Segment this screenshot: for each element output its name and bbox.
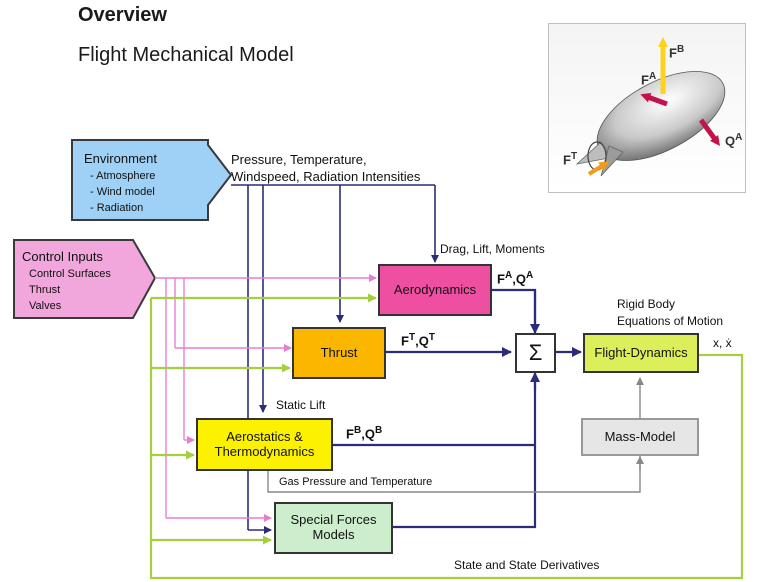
drag-lift-label: Drag, Lift, Moments: [440, 242, 545, 256]
thrust-force-label: FT,QT: [401, 332, 435, 349]
special-forces-label-line1: Special Forces: [290, 512, 377, 528]
environment-item: - Radiation: [90, 202, 144, 214]
control-inputs-item: Valves: [29, 300, 62, 312]
aerostatics-label-line2: Thermodynamics: [214, 443, 315, 459]
airship-illustration: [575, 37, 726, 177]
control-inputs-item: Thrust: [29, 284, 61, 296]
aero-force-label: FA,QA: [497, 270, 534, 287]
ft-label: FT: [563, 151, 578, 168]
aerostatics-label-line1: Aerostatics &: [226, 428, 303, 444]
environment-title: Environment: [84, 151, 157, 166]
thrust-block: Thrust: [292, 327, 386, 379]
state-vector-label: x, ẋ: [713, 336, 732, 350]
aerodynamics-label: Aerodynamics: [393, 281, 477, 297]
control-inputs-shape: [13, 239, 157, 319]
aerodynamics-block: Aerodynamics: [378, 264, 492, 316]
thrust-label: Thrust: [320, 344, 358, 360]
static-lift-label: Static Lift: [276, 398, 326, 412]
flight-dynamics-block: Flight-Dynamics: [583, 333, 699, 373]
buoyancy-force-label: FB,QB: [346, 425, 383, 442]
environment-item: - Atmosphere: [90, 170, 156, 182]
fb-label: FB: [669, 44, 685, 61]
qa-label: QA: [725, 132, 743, 149]
fa-label: FA: [641, 71, 657, 88]
state-derivatives-label: State and State Derivatives: [454, 558, 600, 572]
special-forces-label-line2: Models: [312, 527, 355, 542]
environment-item: - Wind model: [90, 186, 155, 198]
aerostatics-block: Aerostatics & Thermodynamics: [196, 418, 333, 471]
mass-model-label: Mass-Model: [604, 428, 676, 444]
control-inputs-title: Control Inputs: [22, 249, 103, 264]
sigma-label: Σ: [528, 340, 543, 366]
flight-dynamics-label: Flight-Dynamics: [594, 344, 688, 360]
rigid-body-label: Rigid Body: [617, 297, 676, 311]
gas-pressure-label: Gas Pressure and Temperature: [279, 476, 433, 488]
equations-of-motion-label: Equations of Motion: [617, 314, 724, 328]
windspeed-label: Windspeed, Radiation Intensities: [231, 169, 421, 184]
mass-model-block: Mass-Model: [581, 418, 699, 456]
airship-inset: FB FA FT QA: [548, 23, 746, 193]
control-inputs-item: Control Surfaces: [29, 268, 111, 280]
page-title: Overview: [78, 4, 167, 26]
page-subtitle: Flight Mechanical Model: [78, 44, 294, 66]
sigma-summation-block: Σ: [515, 333, 556, 373]
environment-shape: [71, 139, 233, 221]
pressure-label: Pressure, Temperature,: [231, 152, 367, 167]
special-forces-block: Special Forces Models: [274, 502, 393, 554]
